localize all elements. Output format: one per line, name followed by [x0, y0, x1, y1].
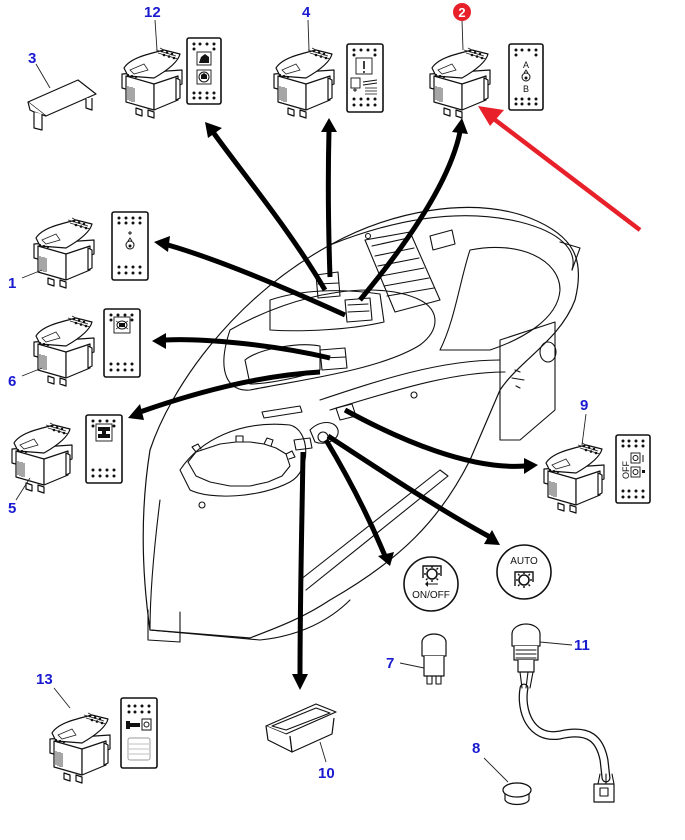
part-2-rocker-switch[interactable]: 2 A B: [429, 3, 544, 119]
callout-4: 4: [302, 4, 311, 21]
callout-2-badge: [453, 3, 471, 21]
callout-9: 9: [580, 397, 588, 414]
callout-11: 11: [574, 637, 590, 654]
symbol-plate-6: [103, 308, 141, 378]
plate-2-label-b: B: [523, 84, 529, 94]
callout-13: 13: [36, 671, 53, 688]
symbol-plate-5: [85, 414, 123, 484]
plate-2-label-a: A: [523, 60, 529, 70]
symbol-plate-2: A B: [508, 43, 544, 111]
part-1-rocker-switch[interactable]: 1: [8, 211, 149, 292]
plate-9-off-label: OFF: [621, 461, 631, 479]
callout-8: 8: [472, 740, 480, 757]
part-13-rocker-switch[interactable]: 13: [36, 671, 158, 784]
on-off-label: ON/OFF: [412, 590, 450, 601]
symbol-plate-4: [346, 43, 384, 113]
callout-7: 7: [386, 655, 394, 672]
part-6-rocker-switch[interactable]: 6: [8, 308, 141, 390]
round-icon-on-off: ON/OFF: [403, 556, 459, 612]
symbol-plate-13: [120, 697, 158, 769]
part-7-push-button[interactable]: 7: [386, 633, 447, 685]
part-10-blank-tray[interactable]: 10: [265, 703, 337, 782]
symbol-plate-9: OFF: [615, 434, 651, 504]
pointer-arrows: [128, 118, 538, 690]
symbol-plate-12: [186, 37, 222, 105]
callout-5: 5: [8, 500, 16, 517]
symbol-plate-1: [111, 211, 149, 281]
part-3-blank-cover[interactable]: 3: [27, 50, 97, 131]
highlight-arrow: [478, 106, 642, 232]
callout-6: 6: [8, 373, 16, 390]
callout-1: 1: [8, 275, 16, 292]
callout-3: 3: [28, 50, 36, 67]
callout-10: 10: [318, 765, 335, 782]
part-11-button-harness[interactable]: 11: [511, 623, 615, 803]
part-9-rocker-switch[interactable]: 9 OFF: [543, 397, 651, 514]
part-4-rocker-switch[interactable]: 4: [273, 4, 384, 119]
callout-2: 2: [458, 5, 465, 20]
part-5-rocker-switch[interactable]: 5: [8, 414, 123, 517]
callout-12: 12: [144, 4, 161, 21]
round-icon-auto: AUTO: [496, 544, 552, 600]
auto-label: AUTO: [510, 556, 538, 567]
part-8-plug-cap[interactable]: 8: [472, 740, 532, 806]
part-12-rocker-switch[interactable]: 12: [121, 4, 222, 119]
